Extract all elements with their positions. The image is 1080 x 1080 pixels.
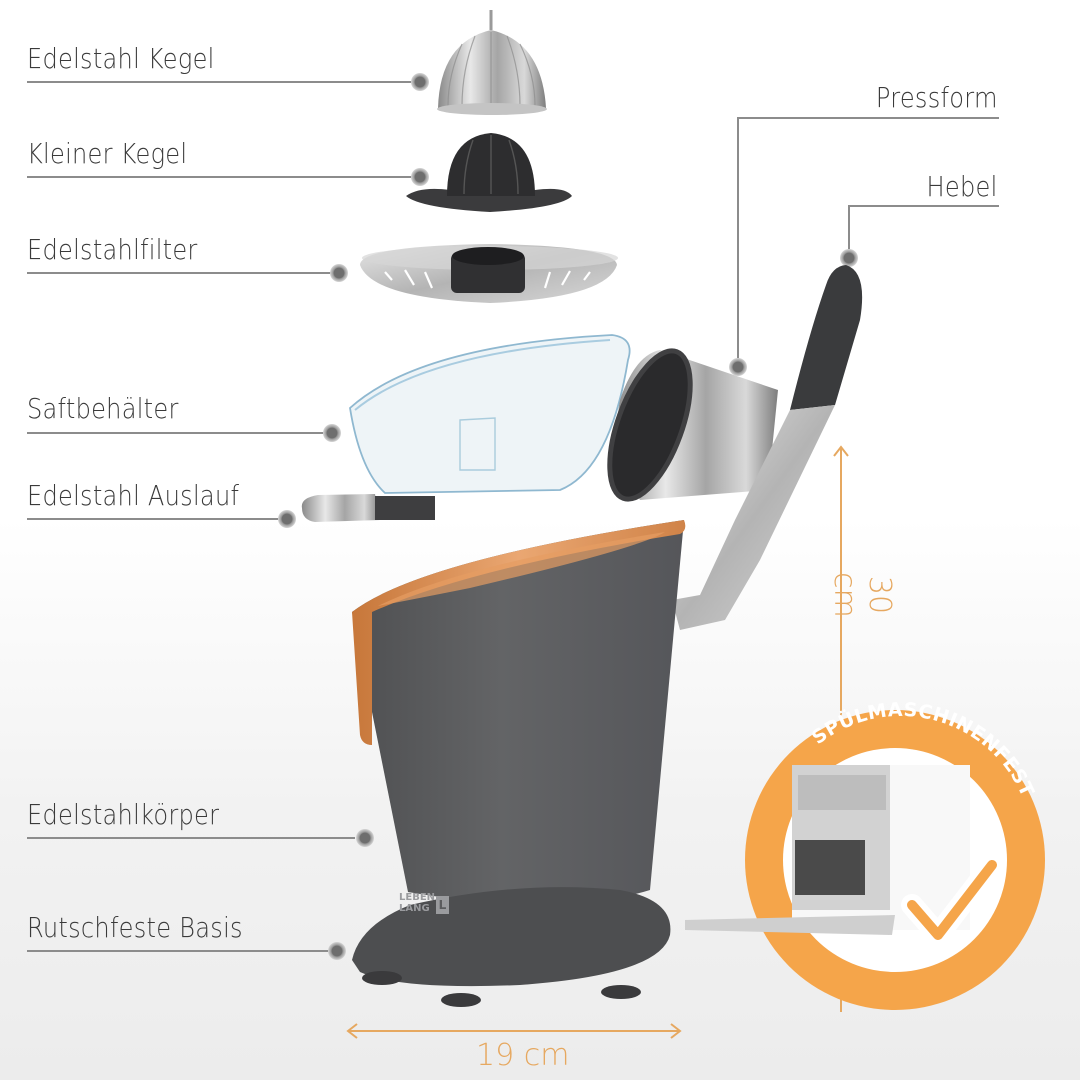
stainless-filter [360, 244, 618, 303]
callout-line [737, 117, 999, 119]
callout-line [27, 272, 332, 274]
callout-line [27, 837, 355, 839]
callout-dot [411, 168, 429, 186]
brand-line-2: LANG [399, 903, 430, 914]
callout-line [737, 117, 739, 365]
width-dimension-arrow [346, 1023, 682, 1039]
callout-line [848, 205, 850, 255]
label-hebel: Hebel [926, 170, 998, 203]
svg-text:SPÜLMASCHINENFEST: SPÜLMASCHINENFEST [808, 699, 1039, 800]
small-cone [406, 133, 572, 212]
callout-dot [323, 424, 341, 442]
label-edelstahl-auslauf: Edelstahl Auslauf [27, 479, 240, 512]
non-slip-base [352, 887, 671, 1007]
callout-dot [840, 249, 858, 267]
brand-logo: LEBEN LANG [399, 892, 435, 914]
callout-dot [278, 510, 296, 528]
stainless-cone [437, 10, 547, 115]
brand-line-1: LEBEN [399, 892, 436, 903]
label-kleiner-kegel: Kleiner Kegel [27, 137, 188, 170]
stainless-spout [301, 494, 435, 522]
callout-dot [356, 829, 374, 847]
width-dimension-label: 19 cm [476, 1038, 570, 1073]
label-edelstahlfilter: Edelstahlfilter [27, 233, 198, 266]
dishwasher-safe-text: SPÜLMASCHINENFEST [808, 699, 1038, 800]
callout-dot [411, 73, 429, 91]
height-dimension-label: 30 cm [827, 572, 897, 618]
juice-container [349, 334, 631, 494]
callout-dot [729, 358, 747, 376]
label-edelstahlkoerper: Edelstahlkörper [27, 798, 220, 831]
callout-dot [328, 942, 346, 960]
label-rutschfeste-basis: Rutschfeste Basis [27, 911, 243, 944]
callout-line [27, 432, 325, 434]
brand-mark: L [436, 896, 449, 914]
label-pressform: Pressform [876, 81, 998, 114]
press-cup [607, 348, 778, 502]
label-edelstahl-kegel: Edelstahl Kegel [27, 42, 215, 75]
label-saftbehaelter: Saftbehälter [27, 392, 179, 425]
callout-line [27, 176, 412, 178]
callout-line [27, 950, 330, 952]
callout-line [848, 205, 999, 207]
dishwasher-safe-badge [685, 710, 1045, 1010]
callout-dot [330, 264, 348, 282]
juicer-body [352, 520, 686, 905]
lever [672, 265, 863, 630]
callout-line [27, 518, 280, 520]
callout-line [27, 81, 412, 83]
